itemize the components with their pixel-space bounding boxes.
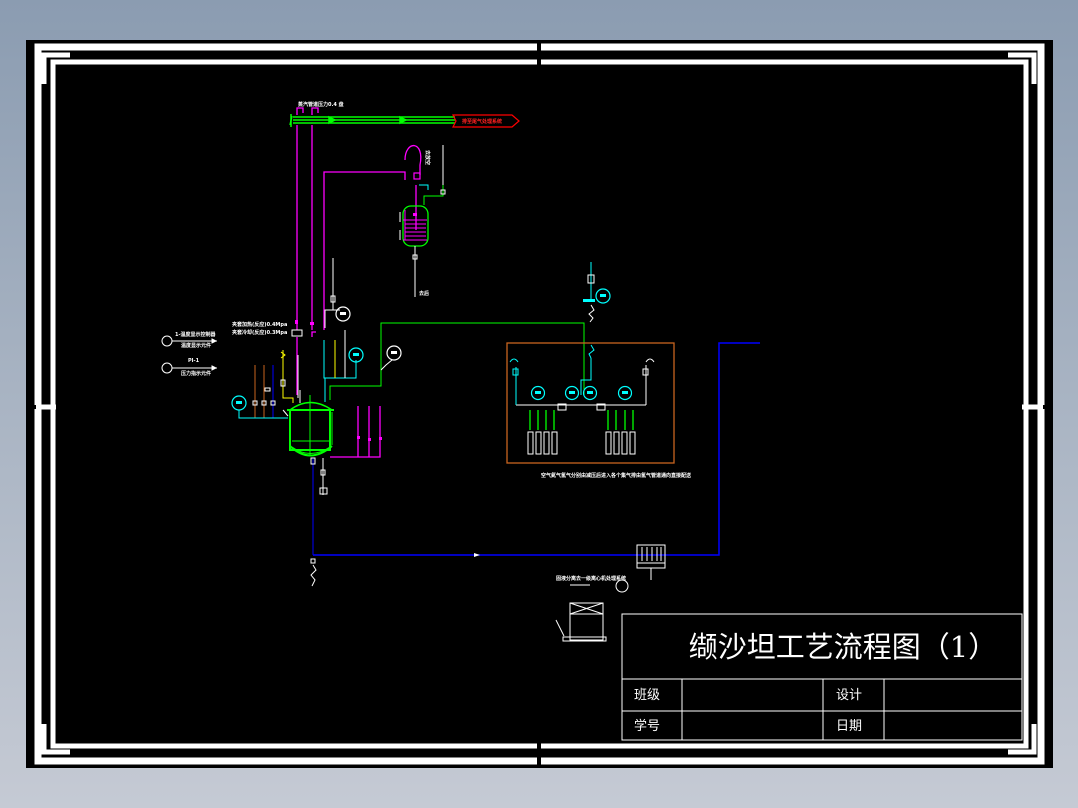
vent-tag: 排至尾气处理系统 bbox=[452, 114, 520, 128]
condenser-vessel: 去后 去放空 bbox=[399, 145, 446, 297]
filter-unit bbox=[636, 544, 666, 580]
svg-text:排至尾气处理系统: 排至尾气处理系统 bbox=[462, 118, 502, 125]
svg-text:夹套冷却(反应)0.3Mpa: 夹套冷却(反应)0.3Mpa bbox=[232, 329, 287, 336]
class-label: 班级 bbox=[634, 688, 660, 703]
title-block bbox=[621, 613, 1023, 741]
cylinder-caption: 空气氮气氢气分别由减压后进入各个集气排由氢气管道通向直接配送 bbox=[541, 472, 692, 479]
corner-brackets bbox=[41, 52, 1037, 755]
legend-temperature bbox=[161, 335, 218, 347]
legend-pressure bbox=[161, 362, 218, 374]
cooling-water-loop bbox=[313, 342, 760, 557]
collection-bin bbox=[555, 579, 629, 642]
hot-water-lines bbox=[296, 107, 422, 458]
drawing-title: 缬沙坦工艺流程图（1） bbox=[689, 630, 997, 664]
svg-text:压力指示元件: 压力指示元件 bbox=[181, 370, 211, 377]
svg-text:夹套加热(反应)0.4Mpa: 夹套加热(反应)0.4Mpa bbox=[232, 321, 287, 328]
discharge-note: 固液分离去一级离心机处理系统 bbox=[556, 575, 626, 582]
gas-cylinder-station bbox=[506, 262, 675, 464]
bottom-drain bbox=[310, 558, 317, 587]
svg-text:去后: 去后 bbox=[419, 290, 429, 297]
reactor-vessel bbox=[287, 395, 334, 457]
design-label: 设计 bbox=[836, 688, 862, 703]
reactor-piping bbox=[238, 258, 585, 555]
drawing-sheet bbox=[26, 40, 1053, 768]
steam-header-pipe bbox=[289, 114, 455, 127]
hot-water-valves bbox=[295, 320, 382, 441]
svg-text:1-温度显示控制器: 1-温度显示控制器 bbox=[175, 331, 217, 338]
student-no-label: 学号 bbox=[634, 718, 660, 734]
header-pipe-label: 蒸汽管道压力0.4 盘 bbox=[298, 101, 344, 108]
svg-text:PI-1: PI-1 bbox=[188, 358, 200, 364]
date-label: 日期 bbox=[836, 719, 862, 734]
instrument-bubbles bbox=[231, 288, 611, 411]
svg-text:温度显示元件: 温度显示元件 bbox=[181, 342, 211, 349]
svg-text:去放空: 去放空 bbox=[424, 150, 431, 165]
